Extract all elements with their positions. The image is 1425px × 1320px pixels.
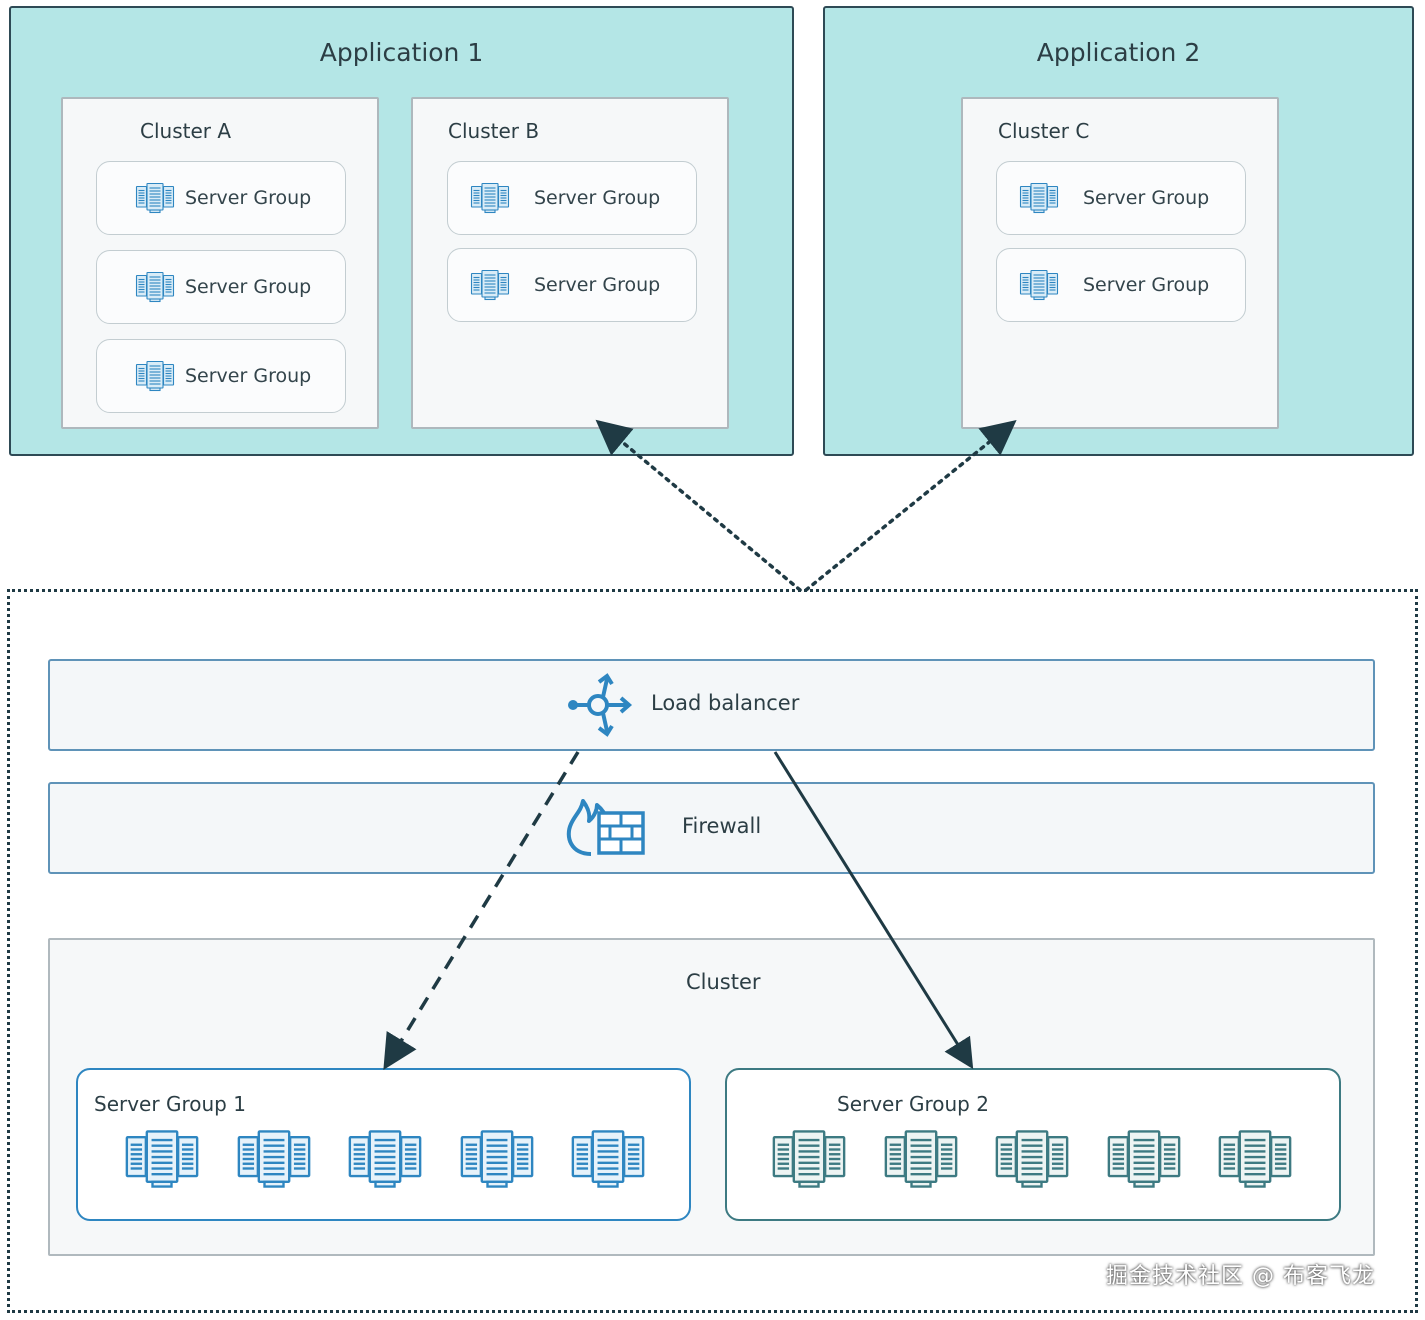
application-1-title: Application 1 bbox=[319, 38, 484, 67]
server-rack-icon bbox=[470, 182, 510, 214]
server-rack-icon bbox=[459, 1130, 535, 1188]
server-rack-icon bbox=[347, 1130, 423, 1188]
server-rack-icon bbox=[771, 1130, 847, 1188]
server-group-label: Server Group bbox=[185, 276, 312, 298]
server-rack-icon bbox=[883, 1130, 959, 1188]
server-group-pill: Server Group bbox=[96, 250, 346, 324]
cluster-title: Cluster bbox=[686, 970, 761, 994]
server-rack-icon bbox=[470, 269, 510, 301]
server-rack-icon bbox=[135, 360, 175, 392]
load-balancer-label: Load balancer bbox=[651, 691, 800, 715]
server-group-1-box: Server Group 1 bbox=[76, 1068, 691, 1221]
application-2-title: Application 2 bbox=[1036, 38, 1201, 67]
server-group-pill: Server Group bbox=[96, 339, 346, 413]
server-group-2-label: Server Group 2 bbox=[837, 1092, 989, 1116]
server-group-1-label: Server Group 1 bbox=[94, 1092, 246, 1116]
server-rack-icon bbox=[1106, 1130, 1182, 1188]
cluster-b-box: Cluster B Server Group Server Group bbox=[411, 97, 729, 429]
server-rack-icon bbox=[1019, 182, 1059, 214]
server-rack-icon bbox=[1019, 269, 1059, 301]
server-group-label: Server Group bbox=[534, 187, 661, 209]
server-group-pill: Server Group bbox=[447, 161, 697, 235]
firewall-label: Firewall bbox=[682, 814, 762, 838]
cluster-c-box: Cluster C Server Group Server Group bbox=[961, 97, 1279, 429]
firewall-icon bbox=[566, 799, 645, 856]
server-group-label: Server Group bbox=[1083, 187, 1210, 209]
server-group-label: Server Group bbox=[534, 274, 661, 296]
server-rack-icon bbox=[135, 271, 175, 303]
cluster-a-title: Cluster A bbox=[140, 119, 232, 143]
server-rack-icon bbox=[135, 182, 175, 214]
server-rack-icon bbox=[124, 1130, 200, 1188]
server-group-pill: Server Group bbox=[447, 248, 697, 322]
server-rack-icon bbox=[1217, 1130, 1293, 1188]
load-balancer-icon bbox=[568, 673, 633, 737]
server-rack-icon bbox=[236, 1130, 312, 1188]
firewall-band: Firewall bbox=[48, 782, 1375, 874]
cluster-b-title: Cluster B bbox=[448, 119, 540, 143]
server-group-label: Server Group bbox=[185, 187, 312, 209]
server-group-label: Server Group bbox=[1083, 274, 1210, 296]
server-group-pill: Server Group bbox=[996, 161, 1246, 235]
server-group-label: Server Group bbox=[185, 365, 312, 387]
cluster-c-title: Cluster C bbox=[998, 119, 1090, 143]
server-group-pill: Server Group bbox=[996, 248, 1246, 322]
cluster-a-box: Cluster A Server Group Server Group Serv… bbox=[61, 97, 379, 429]
watermark-text: 掘金技术社区 @ 布客飞龙 bbox=[1106, 1264, 1375, 1289]
server-rack-icon bbox=[994, 1130, 1070, 1188]
server-group-pill: Server Group bbox=[96, 161, 346, 235]
load-balancer-band: Load balancer bbox=[48, 659, 1375, 751]
server-rack-icon bbox=[570, 1130, 646, 1188]
server-group-2-box: Server Group 2 bbox=[725, 1068, 1341, 1221]
